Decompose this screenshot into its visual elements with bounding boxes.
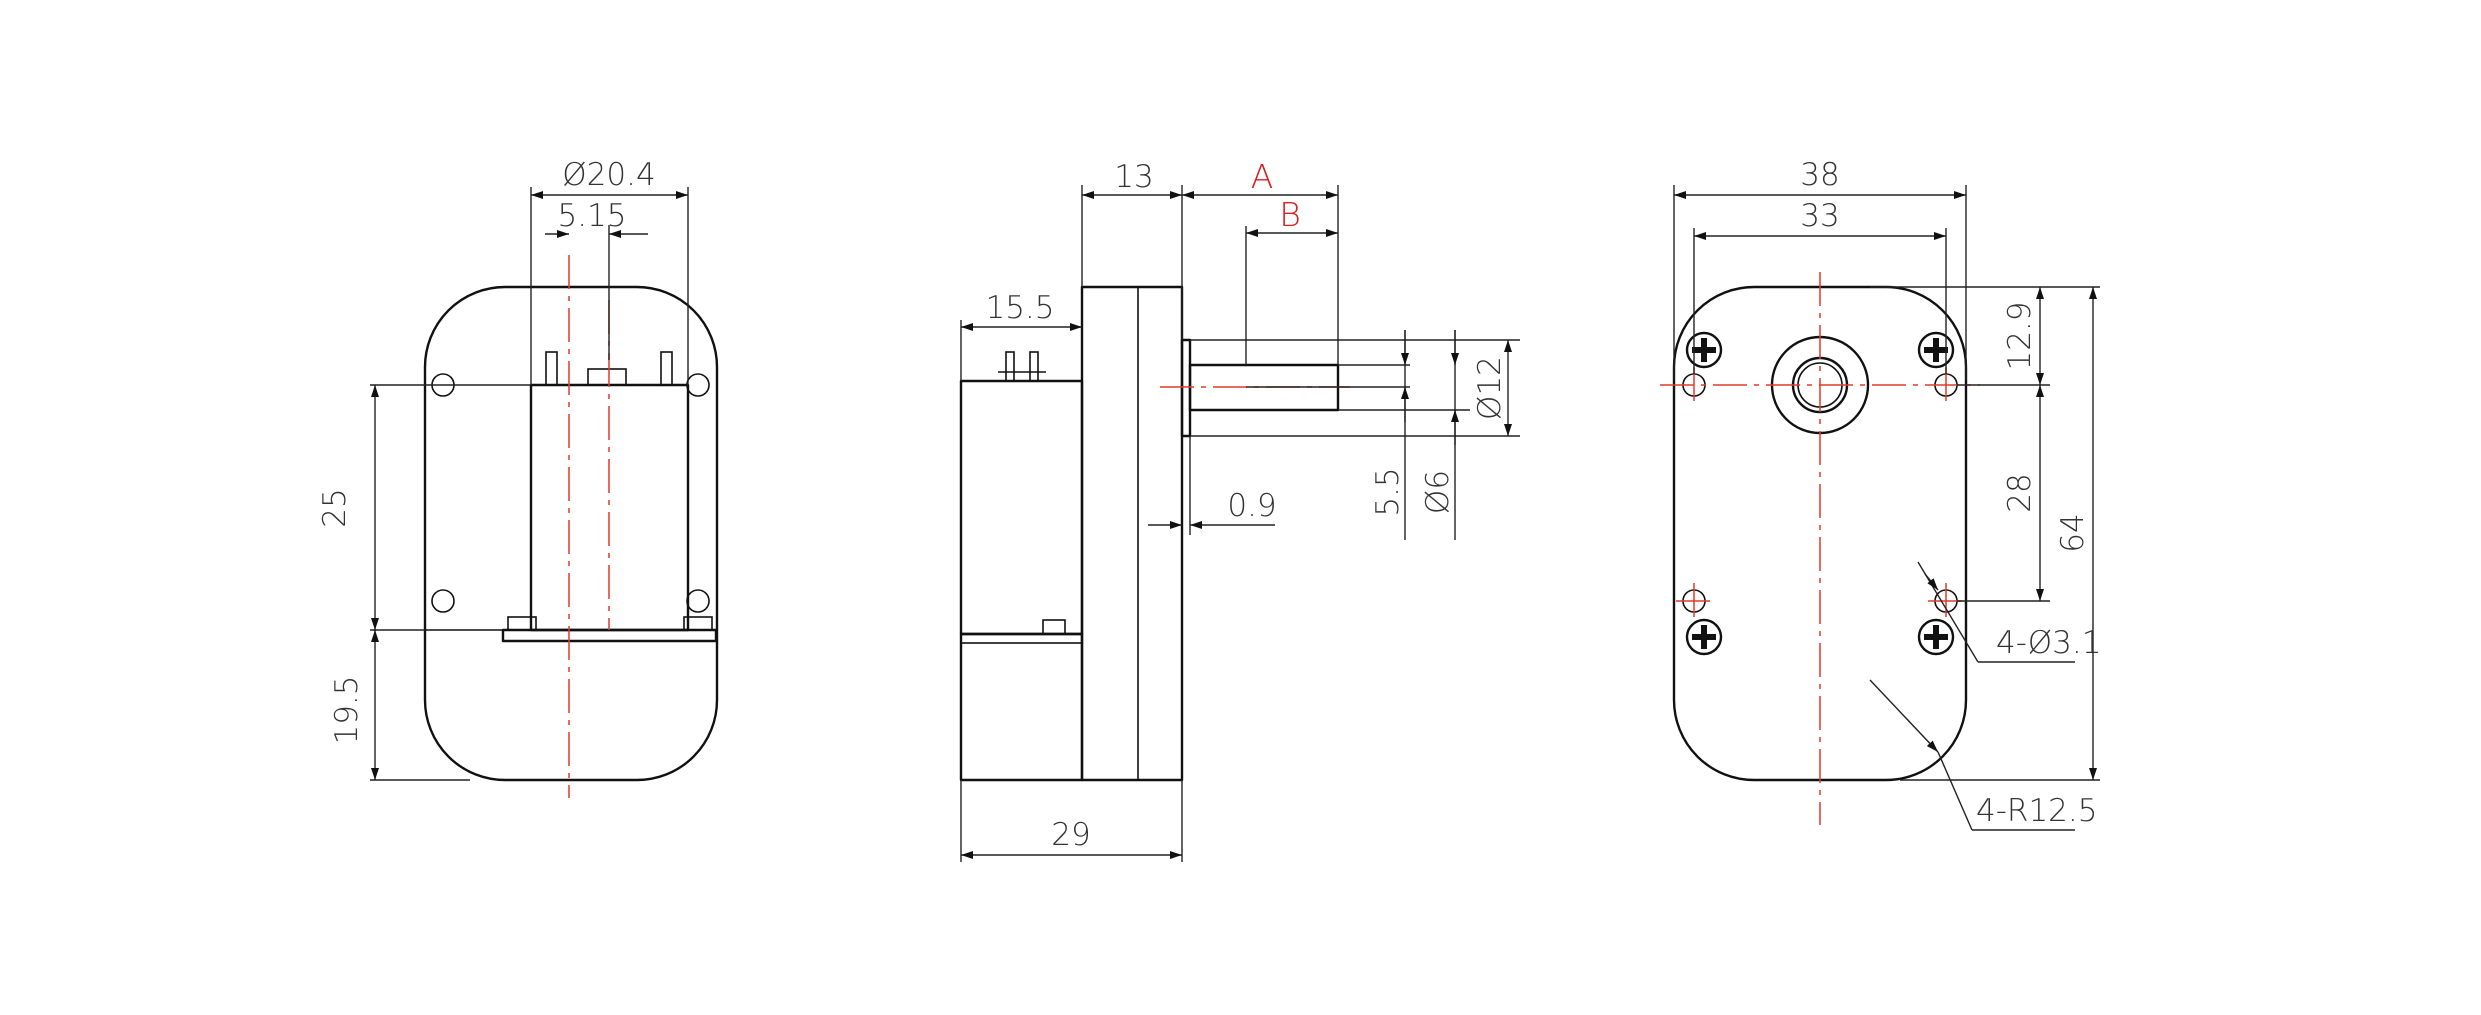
screw-top-right: [1917, 331, 1955, 369]
dim-label-shaft-flat: 5.5: [1370, 467, 1406, 516]
dim-label-top-to-shaft: 12.9: [2002, 301, 2038, 370]
motor-mount-plate: [501, 628, 718, 643]
dim-label-corner-radius: 4-R12.5: [1976, 793, 2097, 829]
side-terminal-left: [1005, 351, 1015, 382]
dim-label-hole-spacing-y: 28: [2002, 473, 2038, 512]
dim-label-mount-holes: 4-Ø3.1: [1996, 625, 2101, 661]
dim-label-height-lower: 19.5: [329, 675, 365, 744]
side-motor-flange: [960, 633, 1083, 644]
rear-view: 38 33 12.9 28 64 4-Ø3.1 4-R12.5: [1660, 157, 2101, 831]
screw-bottom-right: [1917, 618, 1955, 656]
dim-label-offset: 5.15: [557, 198, 626, 234]
dim-label-gearbox-depth: 13: [1114, 159, 1153, 195]
side-terminal-right: [1029, 351, 1039, 382]
dim-label-height-overall: 64: [2055, 513, 2091, 552]
motor-terminal-left: [545, 351, 558, 386]
motor-foot-right: [683, 616, 713, 631]
motor-end-cap: [587, 368, 627, 386]
side-motor-foot: [1042, 619, 1066, 635]
front-hole-bottom-right: [686, 589, 710, 613]
dim-label-height-upper: 25: [317, 488, 353, 527]
front-hole-bottom-left: [431, 589, 455, 613]
dim-label-hole-spacing-x: 33: [1800, 198, 1839, 234]
side-motor-body: [959, 379, 1084, 636]
dim-label-shaft-b: B: [1279, 195, 1301, 234]
side-lower-housing: [959, 632, 1084, 782]
dim-label-total-depth: 29: [1051, 817, 1090, 853]
screw-bottom-left: [1685, 618, 1723, 656]
dim-label-boss-diameter: Ø12: [1472, 356, 1508, 420]
dim-label-boss-height: 0.9: [1227, 488, 1276, 524]
front-view: Ø20.4 5.15 25 19.5: [317, 157, 719, 798]
screw-top-left: [1685, 331, 1723, 369]
dim-label-shaft-diameter: Ø6: [1420, 470, 1456, 514]
side-view: 13 A B 15.5 0.9 5.5 Ø6 Ø12 29: [959, 157, 1520, 862]
motor-foot-left: [507, 616, 537, 631]
side-gearbox-body: [1080, 285, 1184, 782]
motor-terminal-right: [660, 351, 673, 386]
front-hole-top-right: [686, 373, 710, 397]
dim-label-motor-length: 15.5: [985, 290, 1054, 326]
dim-label-width-overall: 38: [1800, 157, 1839, 193]
front-housing-outline: [423, 285, 719, 782]
dim-label-shaft-a: A: [1251, 157, 1274, 196]
dim-label-diameter: Ø20.4: [562, 157, 655, 193]
leader-corner-radius: [1869, 679, 1939, 753]
